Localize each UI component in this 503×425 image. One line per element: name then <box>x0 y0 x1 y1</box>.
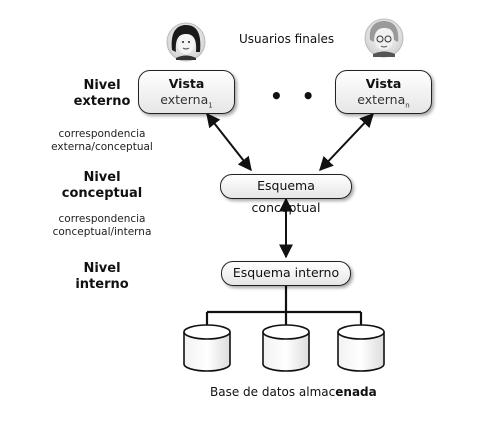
external-view-1-title: Vista <box>168 76 205 91</box>
mapping-conceptual-internal: correspondencia conceptual/interna <box>40 213 164 239</box>
level-external-label: Nivel externo <box>62 78 142 110</box>
level-internal-line2: interno <box>75 277 129 292</box>
external-view-1-subscript: 1 <box>208 101 213 110</box>
external-view-n-sub-text: externa <box>357 92 406 107</box>
arrow-viewn-conceptual <box>319 112 374 172</box>
database-cylinder-2-icon <box>262 324 310 372</box>
mapping-ec-line1: correspondencia <box>58 128 146 140</box>
internal-schema-label: Esquema interno <box>232 265 340 280</box>
level-external-line1: Nivel <box>83 78 121 93</box>
external-view-1-subtitle: externa1 <box>139 92 234 114</box>
arrow-view1-conceptual <box>206 112 252 172</box>
database-cylinder-1-icon <box>183 324 231 372</box>
internal-schema-box: Esquema interno <box>221 261 351 286</box>
level-internal-line1: Nivel <box>83 261 121 276</box>
external-view-n-subscript: n <box>405 101 410 110</box>
stored-database-label: Base de datos almacenada <box>210 385 377 399</box>
conceptual-schema-box: Esquema conceptual <box>220 174 352 215</box>
level-external-line2: externo <box>73 94 131 109</box>
user-avatar-n-icon <box>364 18 404 58</box>
external-view-1-sub-text: externa <box>160 92 209 107</box>
external-view-n: Vista externan <box>335 70 432 114</box>
users-label: Usuarios finales <box>239 32 335 46</box>
external-view-n-subtitle: externan <box>336 92 431 114</box>
conceptual-schema-label: Esquema conceptual <box>251 178 321 215</box>
mapping-external-conceptual: correspondencia externa/conceptual <box>40 128 164 154</box>
mapping-ci-line1: correspondencia <box>58 213 146 225</box>
stored-database-label-prefix: Base de datos almac <box>210 385 336 399</box>
mapping-ec-line2: externa/conceptual <box>51 141 153 153</box>
level-internal-label: Nivel interno <box>62 261 142 293</box>
mapping-ci-line2: conceptual/interna <box>52 226 152 238</box>
external-view-1: Vista externa1 <box>138 70 235 114</box>
level-conceptual-label: Nivel conceptual <box>60 170 144 202</box>
level-conceptual-line1: Nivel <box>83 170 121 185</box>
database-cylinder-3-icon <box>337 324 385 372</box>
level-conceptual-line2: conceptual <box>61 186 143 201</box>
external-view-n-title: Vista <box>365 76 402 91</box>
ellipsis-dots: • • • <box>270 84 353 108</box>
stored-database-label-bold: enada <box>335 385 377 399</box>
user-avatar-1-icon <box>166 22 206 62</box>
storage-connector <box>205 285 363 330</box>
